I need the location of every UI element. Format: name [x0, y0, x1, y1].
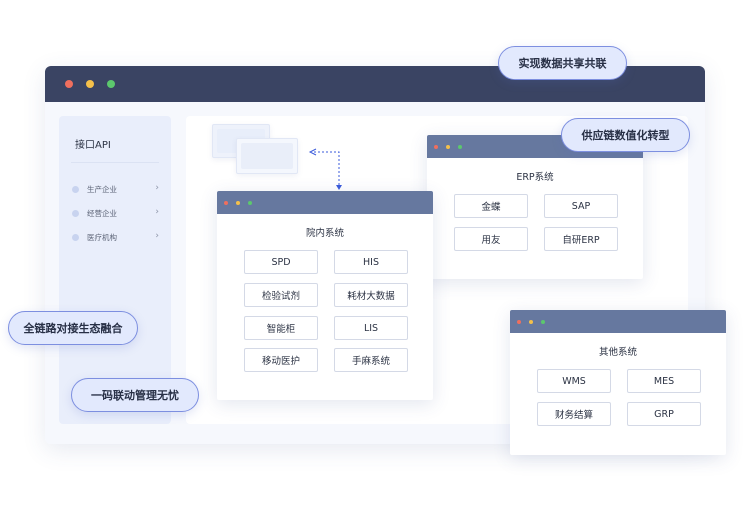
minimize-dot-icon — [86, 80, 94, 88]
hospital-module-lis[interactable]: LIS — [334, 316, 408, 340]
maximize-dot-icon — [107, 80, 115, 88]
other-module-grp[interactable]: GRP — [627, 402, 701, 426]
sidebar-title: 接口API — [75, 140, 111, 151]
hospital-module-consumables-big-data[interactable]: 耗材大数据 — [334, 283, 408, 307]
hospital-window-titlebar — [217, 191, 433, 214]
maximize-dot-icon — [458, 145, 462, 149]
sidebar-item-medical-institution[interactable]: 医疗机构 › — [71, 231, 159, 245]
hospital-module-anesthesia[interactable]: 手麻系统 — [334, 348, 408, 372]
other-module-wms[interactable]: WMS — [537, 369, 611, 393]
placeholder-window-front — [236, 138, 298, 174]
minimize-dot-icon — [236, 201, 240, 205]
bullet-icon — [72, 210, 79, 217]
maximize-dot-icon — [248, 201, 252, 205]
maximize-dot-icon — [541, 320, 545, 324]
other-window-titlebar — [510, 310, 726, 333]
sidebar-item-label: 经营企业 — [87, 209, 117, 218]
chevron-right-icon: › — [155, 183, 159, 193]
erp-module-custom-erp[interactable]: 自研ERP — [544, 227, 618, 251]
close-dot-icon — [224, 201, 228, 205]
hospital-window-title: 院内系统 — [305, 228, 344, 239]
callout-one-code: 一码联动管理无忧 — [71, 378, 199, 412]
chevron-right-icon: › — [155, 231, 159, 241]
hospital-module-reagent-test[interactable]: 检验试剂 — [244, 283, 318, 307]
erp-module-yonyou[interactable]: 用友 — [454, 227, 528, 251]
hospital-module-mobile-care[interactable]: 移动医护 — [244, 348, 318, 372]
sidebar-item-distributor[interactable]: 经营企业 › — [71, 207, 159, 221]
sidebar-item-label: 生产企业 — [87, 185, 117, 194]
hospital-module-his[interactable]: HIS — [334, 250, 408, 274]
sidebar-divider — [71, 162, 159, 163]
other-module-mes[interactable]: MES — [627, 369, 701, 393]
erp-module-sap[interactable]: SAP — [544, 194, 618, 218]
chevron-right-icon: › — [155, 207, 159, 217]
callout-supply-chain: 供应链数值化转型 — [561, 118, 690, 152]
minimize-dot-icon — [529, 320, 533, 324]
close-dot-icon — [65, 80, 73, 88]
callout-ecosystem: 全链路对接生态融合 — [8, 311, 138, 345]
hospital-module-spd[interactable]: SPD — [244, 250, 318, 274]
erp-module-kingdee[interactable]: 金蝶 — [454, 194, 528, 218]
erp-window-title: ERP系统 — [516, 172, 554, 183]
other-system-window: 其他系统 WMS MES 财务结算 GRP — [510, 310, 726, 455]
sidebar: 接口API 生产企业 › 经营企业 › 医疗机构 › — [59, 116, 171, 424]
close-dot-icon — [434, 145, 438, 149]
hospital-module-smart-cabinet[interactable]: 智能柜 — [244, 316, 318, 340]
bullet-icon — [72, 186, 79, 193]
other-window-title: 其他系统 — [598, 347, 637, 358]
bullet-icon — [72, 234, 79, 241]
minimize-dot-icon — [446, 145, 450, 149]
hospital-system-window: 院内系统 SPD HIS 检验试剂 耗材大数据 智能柜 LIS 移动医护 手麻系… — [217, 191, 433, 400]
other-module-financial-settlement[interactable]: 财务结算 — [537, 402, 611, 426]
sidebar-item-manufacturer[interactable]: 生产企业 › — [71, 183, 159, 197]
erp-system-window: ERP系统 金蝶 SAP 用友 自研ERP — [427, 135, 643, 279]
close-dot-icon — [517, 320, 521, 324]
sidebar-item-label: 医疗机构 — [87, 233, 117, 242]
callout-data-sharing: 实现数据共享共联 — [498, 46, 627, 80]
